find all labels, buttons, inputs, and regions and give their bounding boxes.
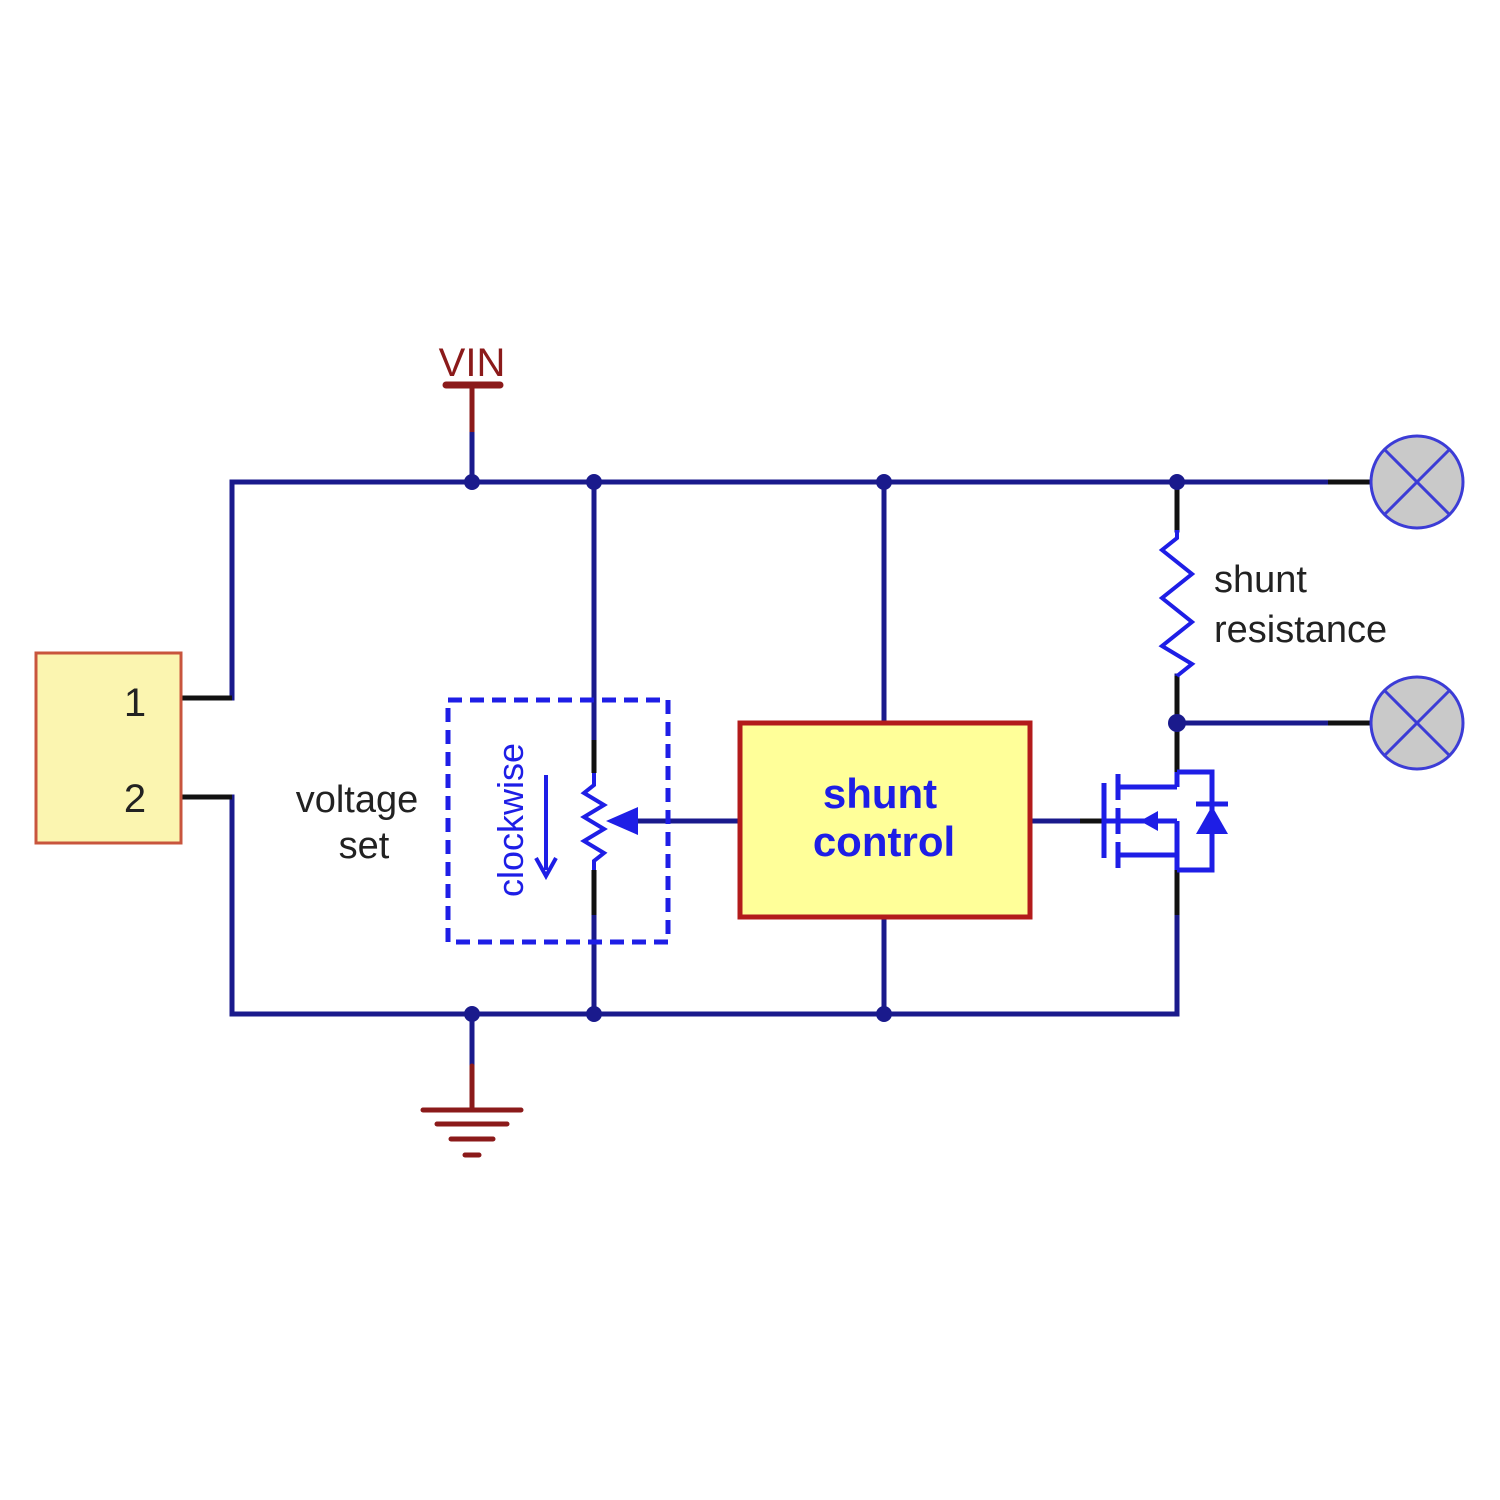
shunt-control-label-line2: control	[813, 818, 955, 865]
body-diode	[1196, 806, 1228, 834]
ground-symbol	[420, 1063, 524, 1158]
connector-pin-2-label: 2	[124, 777, 146, 821]
output-terminal-bottom	[1369, 675, 1465, 771]
voltage-set-label-line1: voltage	[296, 779, 419, 821]
connector: 1 2	[34, 651, 183, 845]
potentiometer: clockwise	[445, 697, 671, 945]
vin-power-symbol: VIN	[439, 341, 506, 432]
shunt-resistor-zigzag	[1158, 530, 1196, 678]
shunt-resistance-label-line2: resistance	[1214, 609, 1387, 651]
connector-pin-1-label: 1	[124, 681, 146, 725]
shunt-resistance-label-line1: shunt	[1214, 559, 1307, 601]
bottom-rail-wire	[229, 794, 1180, 1017]
pin-stubs	[182, 479, 1372, 915]
shunt-control-block: shunt control	[737, 720, 1033, 920]
shunt-resistor: shunt resistance	[1158, 530, 1387, 678]
shunt-control-label-line1: shunt	[823, 770, 937, 817]
voltage-set-label-line2: set	[339, 825, 390, 867]
potentiometer-dashed-box	[445, 697, 671, 945]
potentiometer-wiper-arrow	[606, 807, 638, 835]
potentiometer-zigzag	[580, 773, 608, 870]
vin-label: VIN	[439, 341, 506, 385]
mosfet	[1101, 769, 1228, 873]
top-rail-wire	[229, 479, 1331, 701]
junction-dots	[464, 474, 1186, 1022]
mosfet-channel-arrow	[1140, 811, 1158, 831]
output-terminal-top	[1369, 434, 1465, 530]
clockwise-arrow-icon	[534, 775, 558, 881]
clockwise-label: clockwise	[490, 743, 531, 897]
